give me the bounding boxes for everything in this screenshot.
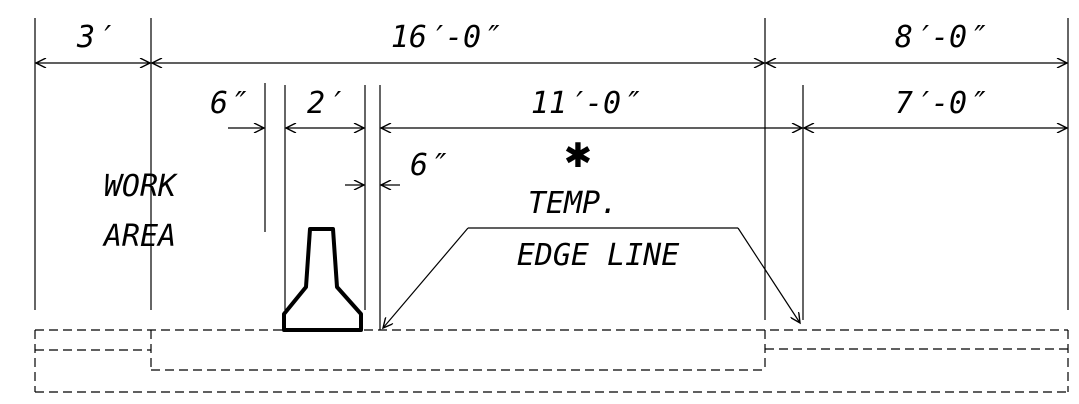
travel-lane-width-label: 11′-0″ xyxy=(531,86,640,121)
temp-label: TEMP. xyxy=(528,186,618,221)
note-asterisk-icon: ✱ xyxy=(564,136,593,176)
right-shoulder-width-label: 7′-0″ xyxy=(895,86,986,121)
offset-right-label: 6″ xyxy=(410,148,447,183)
work-area-width-label: 3′ xyxy=(76,20,113,55)
edge-line-label: EDGE LINE xyxy=(517,238,680,273)
right-lane-width-label: 8′-0″ xyxy=(895,20,986,55)
second-dimension-row: 6″ 2′ 11′-0″ 7′-0″ xyxy=(210,86,1067,128)
barrier-zone-width-label: 16′-0″ xyxy=(391,20,500,55)
offset-right-dimension: 6″ xyxy=(345,148,447,185)
top-dimension-row: 3′ 16′-0″ 8′-0″ xyxy=(36,20,1067,63)
temp-edge-line-callout: TEMP. EDGE LINE xyxy=(383,186,800,328)
concrete-barrier-icon xyxy=(282,227,363,332)
extension-lines xyxy=(34,18,1069,330)
offset-left-label: 6″ xyxy=(210,86,247,121)
barrier-width-label: 2′ xyxy=(307,86,343,121)
work-area-label-line2: AREA xyxy=(102,219,176,254)
leader-arrow-right xyxy=(737,227,800,323)
leader-arrow-left xyxy=(383,227,469,328)
pavement-outline xyxy=(34,329,1069,393)
work-area-label-line1: WORK xyxy=(104,169,178,204)
